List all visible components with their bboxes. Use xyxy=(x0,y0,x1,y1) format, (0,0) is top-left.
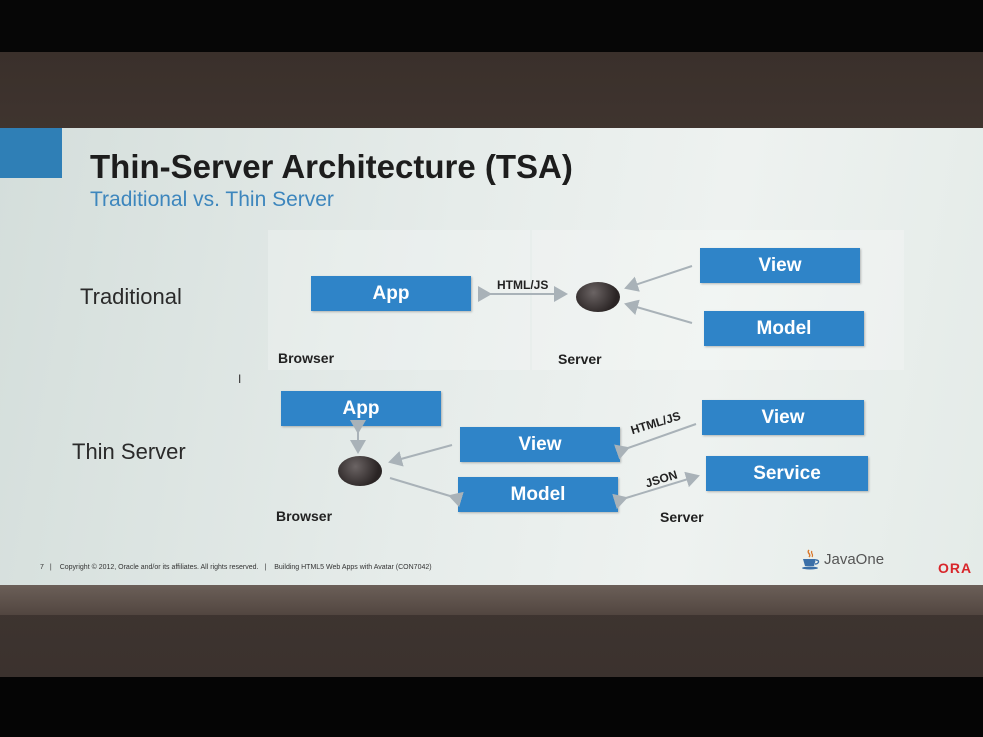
thin-client-model-box: Model xyxy=(458,477,618,512)
javaone-text: JavaOne xyxy=(824,550,885,568)
thin-service-box: Service xyxy=(706,456,868,491)
room-background xyxy=(0,0,983,62)
traditional-app-box: App xyxy=(311,276,471,311)
traditional-label: Traditional xyxy=(80,284,182,309)
footer-copyright: Copyright © 2012, Oracle and/or its affi… xyxy=(59,564,259,571)
thin-browser-caption: Browser xyxy=(276,508,333,524)
footer-talk-title: Building HTML5 Web Apps with Avatar (CON… xyxy=(274,564,432,571)
thin-server-caption: Server xyxy=(660,509,704,525)
footer-page-number: 7 xyxy=(40,564,44,571)
thin-server-label: Thin Server xyxy=(72,439,186,464)
thin-client-view-box: View xyxy=(460,427,620,462)
thin-server-view-box: View xyxy=(702,400,864,435)
text-cursor-icon: I xyxy=(238,372,242,386)
slide-footer: 7 | Copyright © 2012, Oracle and/or its a… xyxy=(40,564,438,571)
traditional-model-box: Model xyxy=(704,311,864,346)
traditional-browser-caption: Browser xyxy=(278,350,335,366)
javaone-logo: JavaOne xyxy=(800,548,884,570)
footer-separator: | xyxy=(264,564,267,571)
slide-subtitle: Traditional vs. Thin Server xyxy=(90,188,334,211)
traditional-server-caption: Server xyxy=(558,351,602,367)
oracle-logo: ORA xyxy=(938,560,973,576)
footer-separator: | xyxy=(49,564,52,571)
screen-bottom-edge xyxy=(0,585,983,615)
corner-accent xyxy=(0,128,62,178)
traditional-server-node xyxy=(576,282,620,312)
thin-browser-node xyxy=(338,456,382,486)
slide: Thin-Server Architecture (TSA) Tradition… xyxy=(0,128,983,588)
connector-arrows xyxy=(350,265,700,510)
slide-title: Thin-Server Architecture (TSA) xyxy=(90,148,573,185)
java-cup-icon xyxy=(802,549,820,570)
traditional-view-box: View xyxy=(700,248,860,283)
